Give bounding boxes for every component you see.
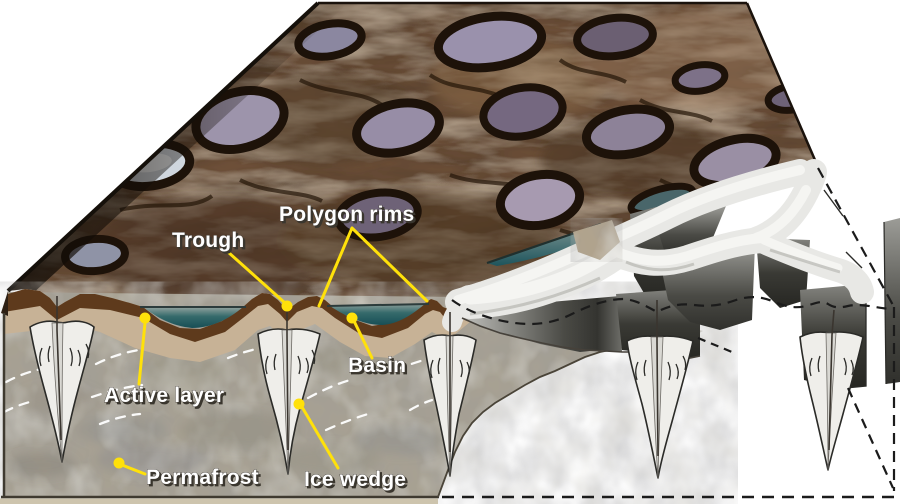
network-ridge-highlights [453,165,843,305]
network-right-edges [823,189,863,269]
ghost-block-outline [442,167,898,499]
label-active-layer: Active layer [104,384,224,407]
trough-leader-line [226,250,287,305]
label-trough: Trough [172,229,244,252]
aerial-tundra-surface [8,3,818,305]
right-sliver-outline [883,221,887,385]
label-polygon-rims: Polygon rims [279,203,414,226]
permafrost-table-dashed-line [451,296,892,326]
ghost-right-top-edge [817,167,895,308]
annotations: Polygon rims Trough Basin Active layer P… [104,203,429,492]
ice-wedge-3 [423,312,477,477]
ghost-broken-edge-a [697,336,733,354]
basin-water-left [143,307,243,328]
basin-water-right [330,303,426,325]
permafrost-mottling [5,348,445,477]
basin-leader-line [352,319,374,360]
cross-section-front [0,166,817,504]
block-edge-shading [8,3,348,296]
ice-wedge-2 [257,308,321,475]
cut-ground-patch [573,220,620,260]
wall-5-outline [845,298,867,389]
basin-leader-dot [346,312,358,324]
permafrost-leader-line [120,463,147,476]
right-edge-wall-sliver [884,218,900,384]
polygon-rims-leader-lines [317,226,429,308]
label-ice-wedge: Ice wedge [304,468,406,491]
ghost-broken-edge-b [846,387,895,489]
permafrost-leader-dot [113,457,125,469]
ice-wedge-network [442,159,900,389]
ice-wedge-leader-line [300,405,340,470]
label-texts: Polygon rims Trough Basin Active layer P… [104,203,415,492]
ice-wedges [29,296,864,479]
waterline-right [326,303,430,307]
trough-leader-dot [281,300,293,312]
leader-lines [120,226,429,476]
active-layer-leader-dot [139,312,151,324]
block-corner-facet [1,291,8,316]
network-ridge-creases [469,248,841,316]
label-permafrost: Permafrost [146,466,259,489]
ice-wedge-5 [799,309,864,471]
ice-wedge-1 [29,296,95,463]
active-layer-leader-line [137,321,147,386]
ice-wedge-leader-dot [293,398,305,410]
ice-wedge-4 [626,300,694,479]
block-bottom-facet [0,498,438,504]
label-basin: Basin [348,354,406,377]
block-top-edges [6,1,820,293]
leader-dots [113,300,358,469]
deformation-dashed-lines [2,345,434,432]
